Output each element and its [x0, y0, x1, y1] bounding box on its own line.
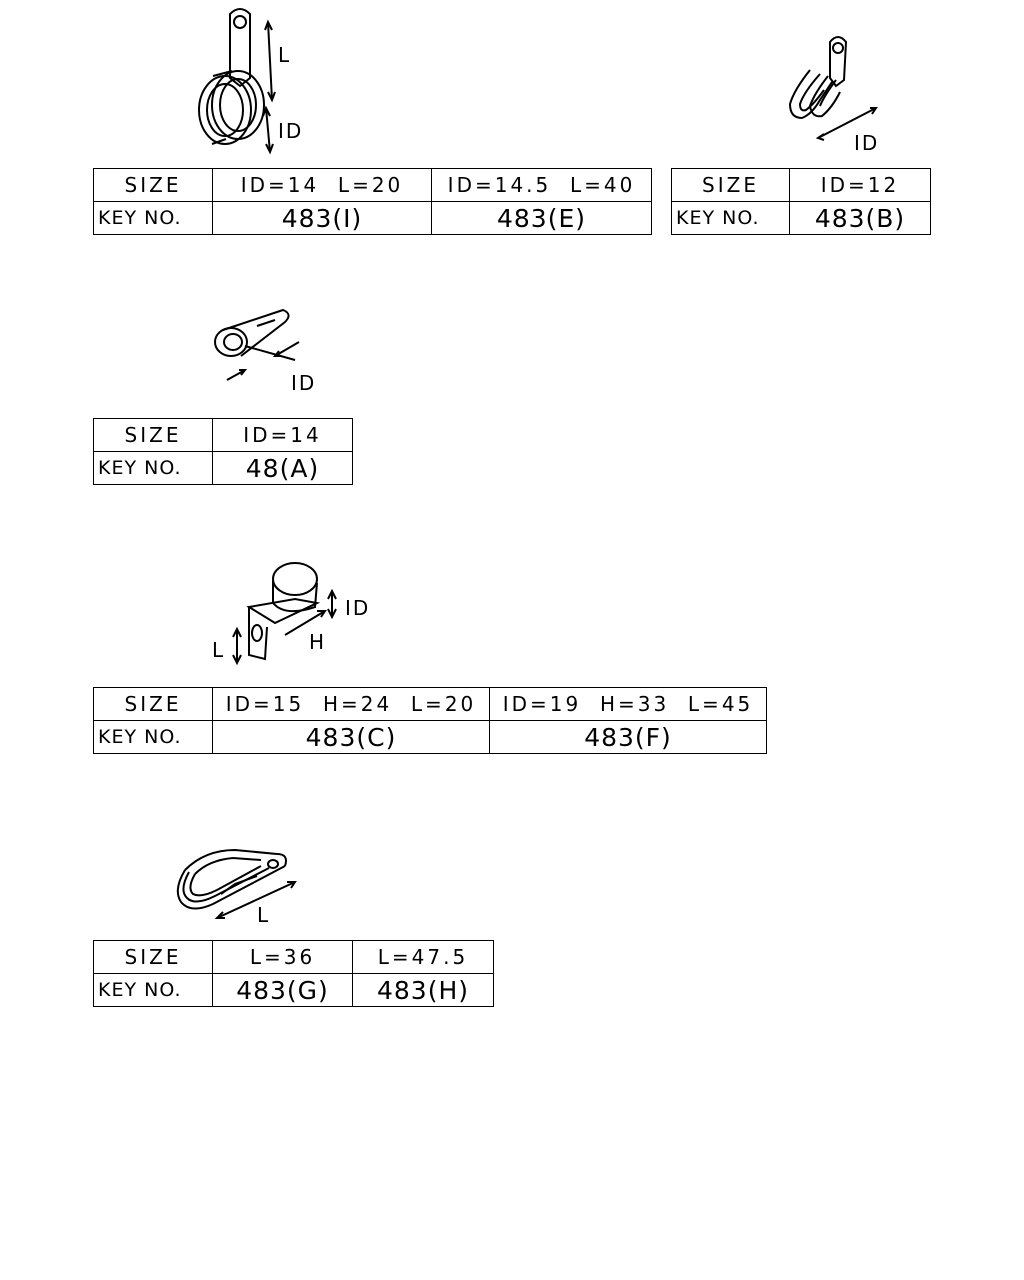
key-cell: 483(F) [489, 720, 767, 754]
label-id: ID [278, 119, 303, 143]
clamp-figure-3: ID [205, 300, 335, 395]
clamp-figure-4: ID L H [205, 555, 385, 670]
size-header: SIZE [93, 940, 213, 974]
clamp-figure-1: L ID [180, 0, 320, 160]
key-cell: 483(I) [212, 201, 432, 235]
size-cell: ID=14.5 L=40 [431, 168, 652, 202]
size-row: SIZE ID=12 [671, 168, 931, 202]
size-cell: ID=14 [212, 418, 353, 452]
size-row: SIZE L=36 L=47.5 [93, 940, 494, 974]
key-header: KEY NO. [671, 201, 790, 235]
spec-table-4: SIZE ID=15 H=24 L=20 ID=19 H=33 L=45 KEY… [93, 687, 767, 754]
size-row: SIZE ID=15 H=24 L=20 ID=19 H=33 L=45 [93, 687, 767, 721]
spec-table-2: SIZE ID=12 KEY NO. 483(B) [671, 168, 931, 235]
key-row: KEY NO. 483(B) [671, 201, 931, 235]
size-cell: L=47.5 [352, 940, 494, 974]
key-row: KEY NO. 483(C) 483(F) [93, 720, 767, 754]
size-header: SIZE [671, 168, 790, 202]
clamp-figure-5: L [165, 840, 305, 930]
key-cell: 483(C) [212, 720, 490, 754]
key-cell: 48(A) [212, 451, 353, 485]
size-header: SIZE [93, 418, 213, 452]
key-cell: 483(H) [352, 973, 494, 1007]
label-id: ID [291, 371, 316, 395]
key-row: KEY NO. 483(I) 483(E) [93, 201, 652, 235]
size-cell: ID=12 [789, 168, 931, 202]
size-row: SIZE ID=14 [93, 418, 353, 452]
label-id: ID [345, 596, 370, 620]
key-cell: 483(E) [431, 201, 652, 235]
label-l: L [257, 903, 270, 927]
key-cell: 483(G) [212, 973, 353, 1007]
label-l: L [278, 43, 291, 67]
size-cell: L=36 [212, 940, 353, 974]
key-row: KEY NO. 483(G) 483(H) [93, 973, 494, 1007]
spec-table-5: SIZE L=36 L=47.5 KEY NO. 483(G) 483(H) [93, 940, 494, 1007]
size-header: SIZE [93, 168, 213, 202]
size-cell: ID=19 H=33 L=45 [489, 687, 767, 721]
key-header: KEY NO. [93, 720, 213, 754]
spec-table-1: SIZE ID=14 L=20 ID=14.5 L=40 KEY NO. 483… [93, 168, 652, 235]
size-cell: ID=14 L=20 [212, 168, 432, 202]
size-row: SIZE ID=14 L=20 ID=14.5 L=40 [93, 168, 652, 202]
key-header: KEY NO. [93, 973, 213, 1007]
label-l: L [212, 638, 225, 662]
key-header: KEY NO. [93, 451, 213, 485]
key-row: KEY NO. 48(A) [93, 451, 353, 485]
clamp-figure-2: ID [780, 30, 900, 160]
key-header: KEY NO. [93, 201, 213, 235]
size-header: SIZE [93, 687, 213, 721]
size-cell: ID=15 H=24 L=20 [212, 687, 490, 721]
spec-table-3: SIZE ID=14 KEY NO. 48(A) [93, 418, 353, 485]
key-cell: 483(B) [789, 201, 931, 235]
label-h: H [309, 630, 326, 654]
label-id: ID [854, 131, 879, 155]
